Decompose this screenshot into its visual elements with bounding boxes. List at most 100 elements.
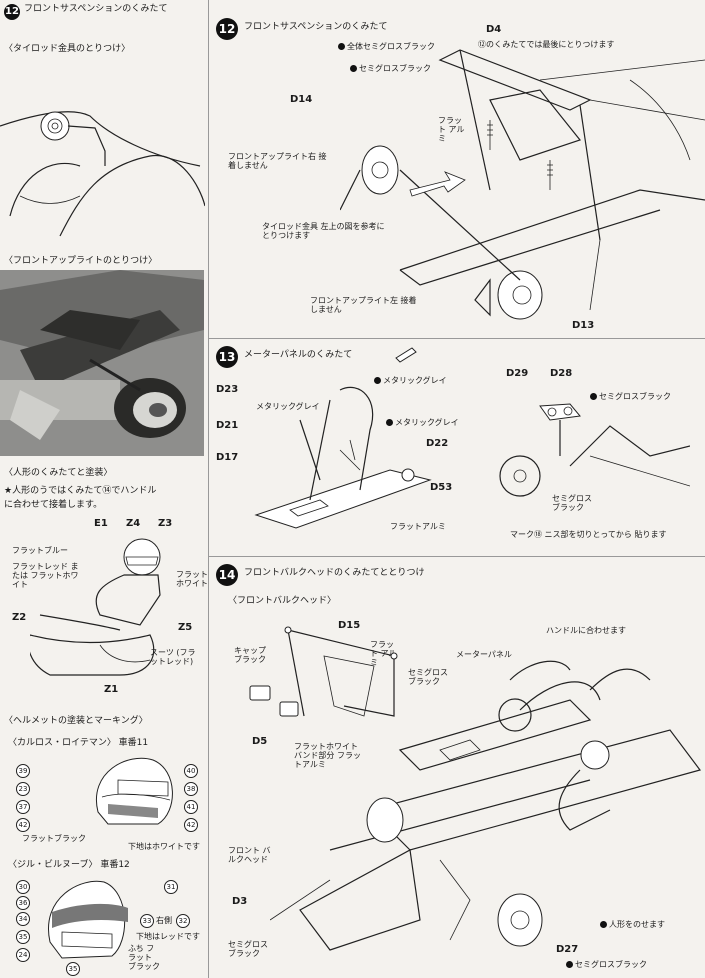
left-step12-title: フロントサスペンションのくみたて — [24, 4, 168, 14]
decal-38: 38 — [184, 782, 198, 796]
part-d28: D28 — [550, 368, 573, 379]
reutemann-flat-black: フラットブラック — [22, 834, 86, 843]
meter-panel-icon — [395, 347, 417, 363]
chassis-illustration — [270, 660, 702, 951]
divider-13 — [208, 338, 705, 339]
bulkhead-illustration — [249, 626, 398, 717]
upright-right-note: フロントアップライト右 接着しません — [228, 152, 327, 171]
reutemann-helmet — [95, 757, 173, 825]
semigloss-2: セミグロスブラック — [590, 392, 671, 401]
band-note: フラットホワイト バンド部分 フラットアルミ — [294, 742, 361, 770]
part-d53: D53 — [430, 482, 453, 493]
decal-36: 36 — [16, 896, 30, 910]
part-d21: D21 — [216, 420, 239, 431]
upright-heading: 〈フロントアップライトのとりつけ〉 — [4, 256, 158, 266]
step14-title: フロントバルクヘッドのくみたてととりつけ — [244, 568, 425, 578]
d4-note: ⑫のくみたてでは最後にとりつけます — [478, 40, 615, 49]
part-d15: D15 — [338, 620, 361, 631]
label-z3: Z3 — [158, 518, 173, 529]
figure-note-2: に合わせて接着します。 — [4, 500, 103, 510]
decal-42-right: 42 — [184, 818, 198, 832]
part-d13: D13 — [572, 320, 595, 331]
decal-39: 39 — [16, 764, 30, 778]
decal-40: 40 — [184, 764, 198, 778]
upright-photo — [0, 270, 204, 456]
label-flat-red-or-white: フラットレッド または フラットホワイト — [12, 562, 79, 590]
label-z2: Z2 — [12, 612, 27, 623]
semigloss-black-4: セミグロス ブラック — [228, 940, 268, 959]
paint-drop-icon — [566, 961, 573, 968]
paint-drop-icon — [386, 419, 393, 426]
paint-drop-icon — [338, 43, 345, 50]
villeneuve-under: 下地はレッドです — [136, 932, 200, 941]
tierod-note: タイロッド金具 左上の図を参考にとりつけます — [262, 222, 385, 241]
label-z1: Z1 — [104, 684, 119, 695]
step-14-badge: 14 — [216, 564, 238, 586]
steering-illustration — [499, 403, 690, 497]
decal-24: 24 — [16, 948, 30, 962]
label-e1: E1 — [94, 518, 108, 529]
handle-note: ハンドルに合わせます — [546, 626, 626, 635]
decal-34: 34 — [16, 912, 30, 926]
metallic-gray-3: メタリックグレイ — [386, 418, 459, 427]
part-d3: D3 — [232, 896, 248, 907]
semigloss-black-3: セミグロス ブラック — [408, 668, 448, 687]
part-d4: D4 — [486, 24, 502, 35]
step12-title: フロントサスペンションのくみたて — [244, 22, 388, 32]
label-flat-white: フラット ホワイト — [176, 570, 208, 589]
label-z4: Z4 — [126, 518, 141, 529]
paint-drop-icon — [590, 393, 597, 400]
part-d23: D23 — [216, 384, 239, 395]
part-d17: D17 — [216, 452, 239, 463]
label-z5: Z5 — [178, 622, 193, 633]
paint-drop-icon — [600, 921, 607, 928]
label-flat-blue: フラットブルー — [12, 546, 68, 555]
paint-drop-icon — [374, 377, 381, 384]
paint-drop-icon — [350, 65, 357, 72]
step13-title: メーターパネルのくみたて — [244, 350, 353, 360]
decal-32: 32 — [176, 914, 190, 928]
d27-color: セミグロスブラック — [566, 960, 647, 969]
semigloss-label: セミグロスブラック — [350, 64, 431, 73]
decal-41: 41 — [184, 800, 198, 814]
villeneuve-rim: ふち フラット ブラック — [128, 944, 160, 972]
decal-35-b: 35 — [66, 962, 80, 976]
bulkhead-subheading: 〈フロントバルクヘッド〉 — [228, 596, 337, 606]
part-d14: D14 — [290, 94, 313, 105]
divider-14 — [208, 556, 705, 557]
step-13-badge: 13 — [216, 346, 238, 368]
decal-30: 30 — [16, 880, 30, 894]
all-semigloss-label: 全体セミグロスブラック — [338, 42, 435, 51]
metallic-gray-2: メタリックグレイ — [256, 402, 320, 411]
step-12-badge: 12 — [216, 18, 238, 40]
decal-31: 31 — [164, 880, 178, 894]
figure-heading: 〈人形のくみたてと塗装〉 — [4, 468, 113, 478]
villeneuve-helmet — [48, 880, 128, 959]
flat-alumi-label: フラット アルミ — [438, 116, 465, 144]
figure-note-1: ★人形のうではくみたて⑭でハンドル — [4, 486, 157, 496]
cap-black: キャップ ブラック — [234, 646, 266, 665]
part-d22: D22 — [426, 438, 449, 449]
part-d29: D29 — [506, 368, 529, 379]
tierod-heading: 〈タイロッド金具のとりつけ〉 — [4, 44, 131, 54]
decal-23: 23 — [16, 782, 30, 796]
tierod-illustration — [0, 111, 205, 237]
semigloss-short: セミグロス ブラック — [552, 494, 592, 513]
villeneuve-right-side: 右側 — [156, 916, 172, 925]
helmet-heading: 〈ヘルメットの塗装とマーキング〉 — [4, 716, 148, 726]
decal-35-a: 35 — [16, 930, 30, 944]
villeneuve-label: 〈ジル・ビルヌーブ〉 車番12 — [8, 860, 130, 870]
reutemann-label: 〈カルロス・ロイテマン〉 車番11 — [8, 738, 149, 748]
meter-panel-illustration — [254, 386, 432, 529]
front-suspension-illustration — [340, 49, 705, 320]
meter-panel-label: メーターパネル — [456, 650, 512, 659]
upright-left-note: フロントアップライト左 接着しません — [310, 296, 417, 315]
flat-alumi-2: フラットアルミ — [390, 522, 446, 531]
figure-note: 人形をのせます — [600, 920, 665, 929]
metallic-gray-1: メタリックグレイ — [374, 376, 447, 385]
decal-37: 37 — [16, 800, 30, 814]
column-divider — [208, 0, 209, 978]
part-d27: D27 — [556, 944, 579, 955]
step-12-badge-left: 12 — [4, 4, 20, 20]
label-suit: スーツ (フラットレッド) — [150, 648, 196, 667]
